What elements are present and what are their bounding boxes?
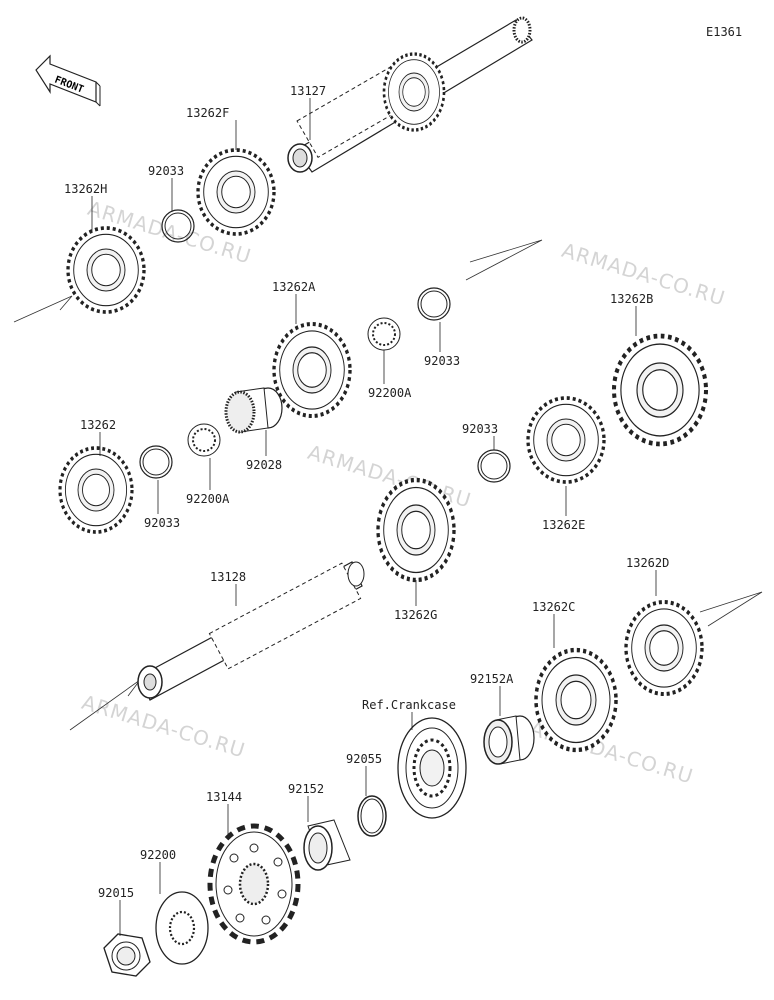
part-label-92033[interactable]: 92033 xyxy=(144,516,181,530)
gear-13262 xyxy=(58,446,134,534)
part-label-92033[interactable]: 92033 xyxy=(424,354,461,368)
gear-13262G xyxy=(378,480,454,580)
axis-lines xyxy=(13,239,763,731)
part-label-13262A[interactable]: 13262A xyxy=(272,280,316,294)
part-label-92055[interactable]: 92055 xyxy=(346,752,383,766)
part-label-92033[interactable]: 92033 xyxy=(148,164,185,178)
part-label-92028[interactable]: 92028 xyxy=(246,458,283,472)
part-label-92152[interactable]: 92152 xyxy=(288,782,325,796)
spline-washer-92200A xyxy=(367,317,401,351)
leader-lines xyxy=(91,98,657,936)
part-label-13144[interactable]: 13144 xyxy=(206,790,243,804)
gear-13262H xyxy=(66,226,146,314)
needle-bearing-92028 xyxy=(224,387,283,434)
circlip-92033 xyxy=(417,287,451,321)
sprocket-13144 xyxy=(207,823,301,945)
part-label-92200[interactable]: 92200 xyxy=(140,848,177,862)
part-label-92200A[interactable]: 92200A xyxy=(186,492,230,506)
gear-13262E xyxy=(526,396,606,484)
o-ring-92055 xyxy=(357,795,387,837)
part-label-92033[interactable]: 92033 xyxy=(462,422,499,436)
part-label-92015[interactable]: 92015 xyxy=(98,886,135,900)
driveshaft-13128 xyxy=(137,561,365,701)
bearing-92152A xyxy=(483,715,535,765)
gear-13262F xyxy=(196,148,276,236)
ball-bearing-crankcase xyxy=(397,717,467,819)
part-label-13262B[interactable]: 13262B xyxy=(610,292,654,306)
part-label-13262F[interactable]: 13262F xyxy=(186,106,230,120)
part-label-13262[interactable]: 13262 xyxy=(80,418,117,432)
circlip-92033 xyxy=(161,209,195,243)
diagram-code: E1361 xyxy=(706,25,743,39)
part-label-92152A[interactable]: 92152A xyxy=(470,672,514,686)
gear-13262D xyxy=(626,602,702,694)
circlip-92033 xyxy=(477,449,511,483)
part-label-13262E[interactable]: 13262E xyxy=(542,518,586,532)
nut-92015 xyxy=(103,933,151,977)
part-label-92200A[interactable]: 92200A xyxy=(368,386,412,400)
gear-13262A xyxy=(274,324,350,416)
spline-washer-92200A xyxy=(187,423,221,457)
part-label-13262G[interactable]: 13262G xyxy=(394,608,438,622)
part-label-13127[interactable]: 13127 xyxy=(290,84,327,98)
circlip-92033 xyxy=(139,445,173,479)
countershaft-13127 xyxy=(287,16,533,173)
part-label-13128[interactable]: 13128 xyxy=(210,570,247,584)
gear-13262B xyxy=(614,336,706,444)
part-label-13262C[interactable]: 13262C xyxy=(532,600,576,614)
part-label-13262H[interactable]: 13262H xyxy=(64,182,108,196)
front-arrow-icon: FRONT xyxy=(35,54,101,107)
collar-92152 xyxy=(303,819,351,871)
washer-92200 xyxy=(155,891,209,965)
part-label-ref-crankcase[interactable]: Ref.Crankcase xyxy=(362,698,456,712)
part-label-13262D[interactable]: 13262D xyxy=(626,556,670,570)
gear-13262C xyxy=(536,650,616,750)
